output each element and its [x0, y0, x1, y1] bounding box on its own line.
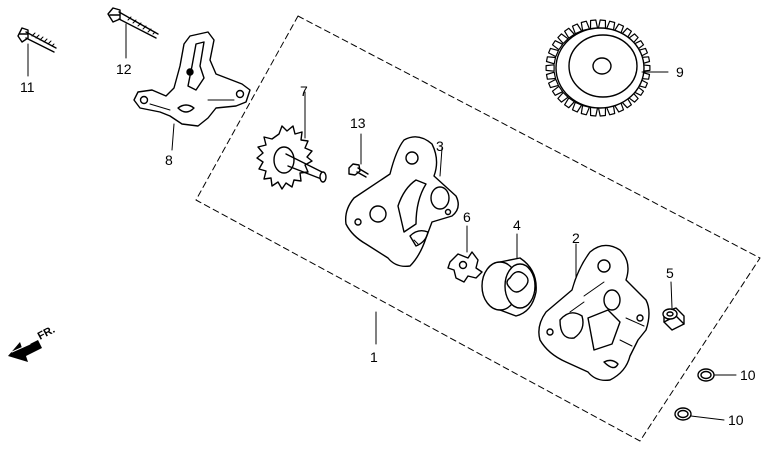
gear-tooth [545, 71, 557, 80]
callout-6: 6 [463, 209, 471, 225]
gear-tooth [551, 40, 564, 51]
gear-tooth [545, 64, 555, 72]
callout-10-upper: 10 [740, 367, 756, 383]
gear-tooth [571, 101, 583, 113]
gear-tooth [589, 19, 599, 30]
gear-tooth [545, 56, 557, 65]
callout-5: 5 [666, 265, 674, 281]
callout-10-lower: 10 [728, 412, 744, 428]
sprocket-7 [256, 91, 327, 190]
dowel-pin-5 [662, 281, 685, 331]
callout-2: 2 [572, 230, 580, 246]
callout-13: 13 [350, 115, 366, 131]
gear-tooth [547, 78, 560, 89]
pump-body-2 [538, 243, 650, 382]
o-ring-10-upper [697, 368, 737, 382]
gear-tooth [589, 106, 599, 117]
bolt-11 [17, 27, 57, 77]
direction-marker-label: FR. [36, 324, 57, 343]
gear-tooth [547, 47, 560, 58]
inner-rotor-6 [447, 225, 483, 283]
front-direction-arrow-icon [8, 340, 42, 362]
callout-12: 12 [116, 61, 132, 77]
o-ring-10-lower [674, 407, 725, 421]
callout-9: 9 [676, 64, 684, 80]
callout-8: 8 [165, 152, 173, 168]
gear-tooth [563, 97, 576, 109]
callout-11: 11 [20, 79, 35, 95]
callout-1: 1 [370, 349, 378, 365]
callout-4: 4 [513, 217, 521, 233]
bolt-12 [107, 7, 159, 59]
gear-tooth [563, 27, 576, 39]
callout-3: 3 [436, 138, 444, 154]
assembly-boundary [195, 15, 761, 442]
outer-rotor-4 [481, 233, 537, 317]
gear-tooth [557, 33, 569, 45]
gear-tooth [551, 85, 564, 96]
callout-7: 7 [300, 83, 308, 99]
screw-13 [348, 133, 369, 178]
gear-tooth [557, 91, 569, 103]
pump-cover-3 [344, 136, 459, 268]
bracket-8 [133, 31, 251, 151]
gear-9 [545, 19, 669, 117]
